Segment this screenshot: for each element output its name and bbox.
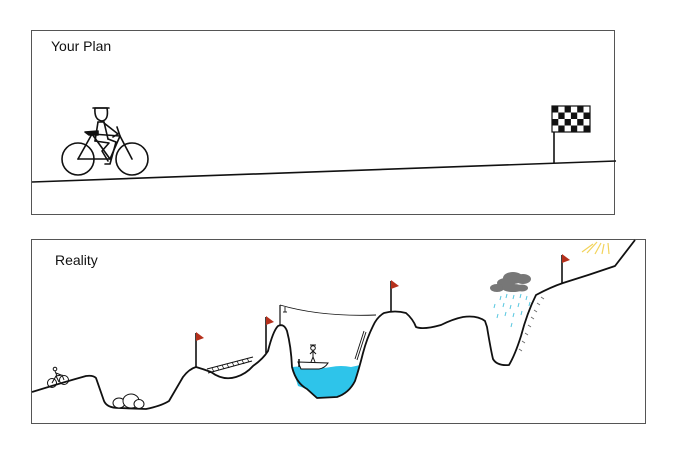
boat-with-person-icon [297,344,329,370]
red-flag-icon [561,254,570,284]
reality-panel: Reality [31,239,646,424]
storm-cloud-icon [490,272,531,292]
red-flag-icon [390,280,399,312]
red-flag-icon [195,332,204,367]
plan-title: Your Plan [51,38,112,54]
straight-road [31,160,617,183]
sun-rays-icon [581,241,610,255]
lake-water [292,365,360,398]
small-cyclist-icon [47,366,69,388]
reality-scene [31,239,636,410]
reality-title: Reality [55,252,98,268]
zipline-icon [279,304,377,361]
cliff-spikes [518,296,545,352]
cyclist-icon [61,107,149,176]
plan-scene [31,105,617,183]
rain-icon [493,293,531,328]
boulders-icon [112,393,145,409]
red-flag-icon [265,316,274,353]
rope-bridge-icon [206,356,254,374]
plan-panel: Your Plan [31,30,617,215]
terrain-line [31,239,636,410]
checkered-flag-icon [551,105,591,163]
